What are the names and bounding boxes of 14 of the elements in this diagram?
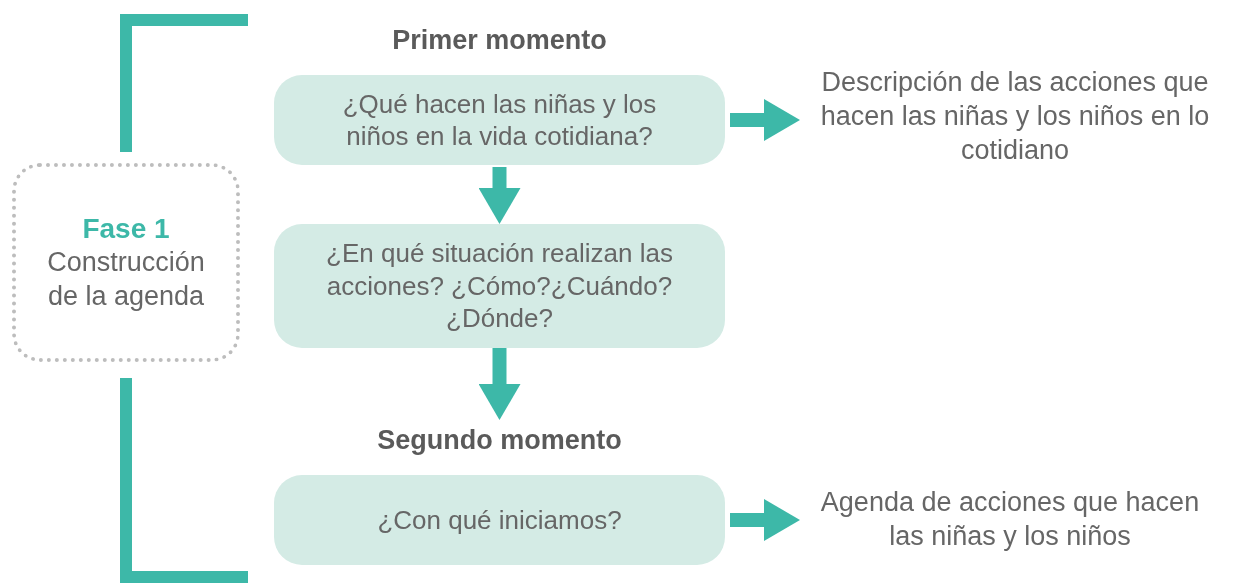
arrow bbox=[730, 99, 800, 141]
step-heading: Primer momento bbox=[392, 23, 607, 57]
arrow bbox=[730, 499, 800, 541]
arrow bbox=[478, 167, 521, 224]
question-text: ¿En qué situación realizan las acciones? ¿Cómo?¿Cuándo?¿Dónde? bbox=[325, 237, 674, 335]
question-text: ¿Con qué iniciamos? bbox=[377, 503, 622, 537]
arrow bbox=[478, 348, 521, 420]
result-text: Descripción de las acciones que hacen las niñas y los niños en lo cotidiano bbox=[819, 66, 1211, 167]
phase-title: Fase 1 bbox=[82, 212, 170, 247]
result-text: Agenda de acciones que hacen las niñas y los niños bbox=[819, 486, 1201, 553]
question-text: ¿Qué hacen las niñas y los niños en la vida cotidiana? bbox=[341, 87, 658, 153]
question-box bbox=[274, 224, 725, 348]
step-heading: Segundo momento bbox=[377, 423, 622, 457]
phase-subtitle: Construcción de la agenda bbox=[46, 246, 206, 313]
